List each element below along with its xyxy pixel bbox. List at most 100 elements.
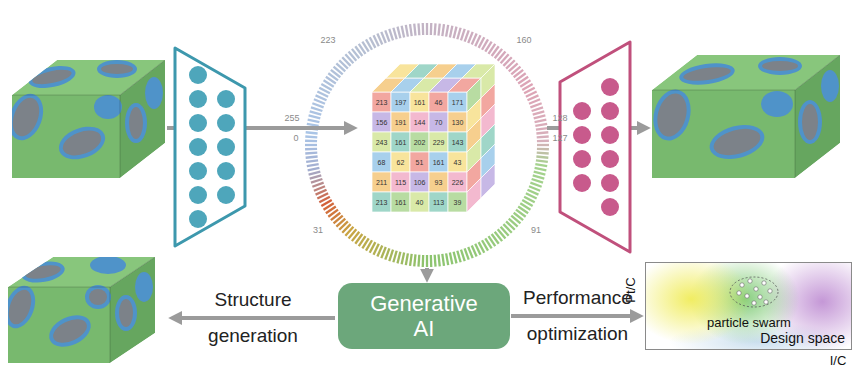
cube-cell (448, 172, 467, 192)
node-text: Design space (760, 330, 845, 346)
ring-tick (535, 120, 547, 122)
ring-tick (457, 251, 460, 263)
neuron (217, 114, 235, 132)
pore-boundary (706, 119, 768, 164)
ring-tick (305, 152, 317, 155)
ring-tick (310, 111, 322, 114)
ring-tick (529, 99, 540, 103)
neuron (189, 138, 207, 156)
ring-tick (422, 23, 425, 35)
ring-tick (385, 30, 389, 41)
ring-tick (454, 252, 457, 264)
pore-boundary (145, 77, 163, 109)
neuron (573, 126, 591, 144)
cube-cell (391, 92, 410, 112)
ring-tick (446, 25, 448, 37)
cube-cell (372, 92, 391, 112)
pore-phase (89, 289, 107, 305)
particle (740, 283, 744, 287)
ring-tick (397, 252, 400, 264)
microstructure-cube (3, 60, 165, 178)
cube-value: 213 (376, 199, 388, 206)
cube-edge (12, 60, 165, 178)
pore-boundary (3, 89, 49, 145)
pore-phase (4, 287, 35, 328)
cube-value: 161 (395, 199, 407, 206)
ring-tick (461, 250, 465, 261)
cube-cell (429, 152, 448, 172)
ring-tick (305, 148, 317, 151)
ring-tick (309, 172, 321, 175)
cube-value: 115 (395, 179, 406, 186)
pore-boundary (821, 70, 839, 102)
ring-value: 127 (552, 133, 567, 143)
ring-tick (306, 156, 318, 157)
ring-tick (402, 26, 404, 38)
cube-cell (448, 132, 467, 152)
pore-boundary (94, 95, 122, 119)
ring-tick (381, 32, 385, 43)
cube-value: 211 (376, 179, 387, 186)
ring-tick (536, 156, 548, 157)
cube-cell (391, 152, 410, 172)
neuron (573, 102, 591, 120)
ring-tick (534, 172, 546, 175)
cube-value: 93 (435, 179, 443, 186)
ring-tick (533, 175, 545, 178)
cube-cell (429, 132, 448, 152)
ring-tick (308, 120, 320, 122)
pore-boundary (44, 309, 96, 353)
ring-tick (434, 23, 437, 35)
ring-tick (442, 254, 444, 266)
cube-cell (391, 112, 410, 132)
cube-cell (429, 92, 448, 112)
cube-value: 161 (433, 159, 445, 166)
ring-tick (306, 132, 318, 133)
network-block (175, 48, 245, 246)
cube-cell (410, 132, 429, 152)
cube-cell (429, 192, 448, 212)
network-block (560, 42, 630, 252)
cube-value: 43 (454, 159, 462, 166)
pore-boundary (26, 62, 77, 92)
ring-tick (536, 128, 548, 130)
connectors (511, 316, 634, 317)
particle (752, 301, 756, 305)
cube-value: 226 (452, 179, 464, 186)
cube-cell (448, 92, 467, 112)
ring-tick (308, 168, 320, 170)
cube-front (652, 90, 795, 178)
ring-tick (535, 124, 547, 126)
pore-phase (711, 124, 764, 160)
ring-tick (305, 140, 317, 143)
cube-value: 143 (452, 139, 464, 146)
swarm-outline (730, 277, 778, 307)
cube-value: 156 (376, 119, 388, 126)
cube-value: 144 (414, 119, 426, 126)
cube-cell (429, 112, 448, 132)
ring-tick (537, 140, 549, 143)
microstructure-cube (0, 256, 155, 363)
cube-value: 106 (414, 179, 426, 186)
ring-tick (535, 168, 547, 170)
node-text: Generative AI (364, 291, 484, 342)
particle (764, 300, 768, 304)
cube-side (110, 257, 155, 363)
particle (758, 295, 762, 299)
ring-tick (393, 251, 396, 263)
neuron (601, 102, 619, 120)
value-ring (305, 23, 549, 267)
ring-tick (537, 144, 549, 146)
ring-tick (457, 28, 460, 40)
ring-tick (307, 124, 319, 126)
ring-tick (311, 107, 322, 111)
neuron (573, 150, 591, 168)
ring-tick (305, 144, 317, 146)
cube-value: 229 (433, 139, 445, 146)
ring-tick (450, 253, 452, 265)
node-text: particle swarm (707, 315, 791, 330)
ring-tick (465, 248, 469, 259)
pore-boundary (97, 60, 137, 78)
ring-value: 255 (284, 113, 299, 123)
ring-tick (532, 107, 543, 111)
